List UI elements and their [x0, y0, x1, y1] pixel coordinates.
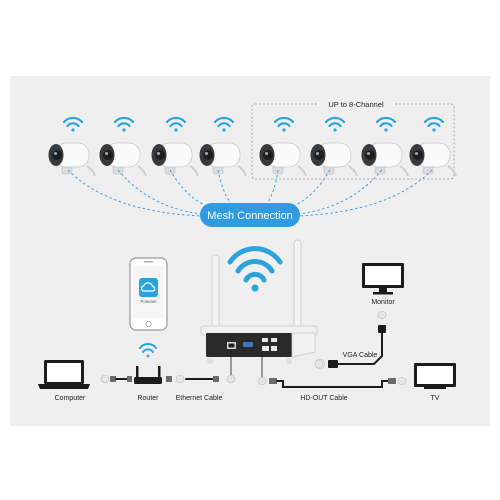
ethernet-cable-label: Ethernet Cable — [176, 395, 223, 402]
wifi-icon — [62, 116, 84, 132]
laptop-icon — [38, 360, 90, 389]
bullet-camera-icon — [47, 142, 96, 177]
tv-label: TV — [431, 395, 440, 402]
wifi-icon — [375, 116, 397, 132]
mesh-connection-pill — [200, 203, 300, 227]
vga-cable — [314, 310, 387, 369]
tv-icon — [414, 363, 456, 389]
computer-router-cable — [100, 374, 132, 384]
bullet-camera-icon — [198, 142, 247, 177]
bullet-camera-icon — [98, 142, 147, 177]
monitor-icon — [362, 263, 404, 295]
mesh-connection-label: Mesh Connection — [207, 210, 293, 222]
hdout-cable — [257, 354, 407, 388]
vga-cable-label: VGA Cable — [343, 352, 378, 359]
bullet-camera-icon — [258, 142, 307, 177]
router-label: Router — [137, 395, 159, 402]
monitor-label: Monitor — [371, 299, 395, 306]
hdout-cable-label: HD-OUT Cable — [300, 395, 347, 402]
wifi-icon — [165, 116, 187, 132]
bullet-camera-icon — [408, 142, 457, 177]
router-icon — [134, 343, 162, 384]
wifi-icon — [423, 116, 445, 132]
foscam-cloud-icon — [139, 278, 158, 297]
wifi-icon — [324, 116, 346, 132]
bullet-camera-icon — [360, 142, 409, 177]
app-label: Foscam — [140, 299, 156, 304]
bullet-camera-icon — [150, 142, 199, 177]
wifi-icon — [213, 116, 235, 132]
wifi-icon — [113, 116, 135, 132]
channel-group-label: UP to 8-Channel — [328, 100, 384, 109]
nvr-icon — [200, 239, 326, 370]
router-wifi-icon — [139, 343, 157, 358]
wifi-icon — [273, 116, 295, 132]
smartphone-icon: Foscam — [129, 257, 168, 331]
computer-label: Computer — [55, 395, 86, 402]
wifi-icon — [227, 246, 283, 292]
ethernet-cable — [166, 351, 236, 384]
bullet-camera-icon — [309, 142, 358, 177]
